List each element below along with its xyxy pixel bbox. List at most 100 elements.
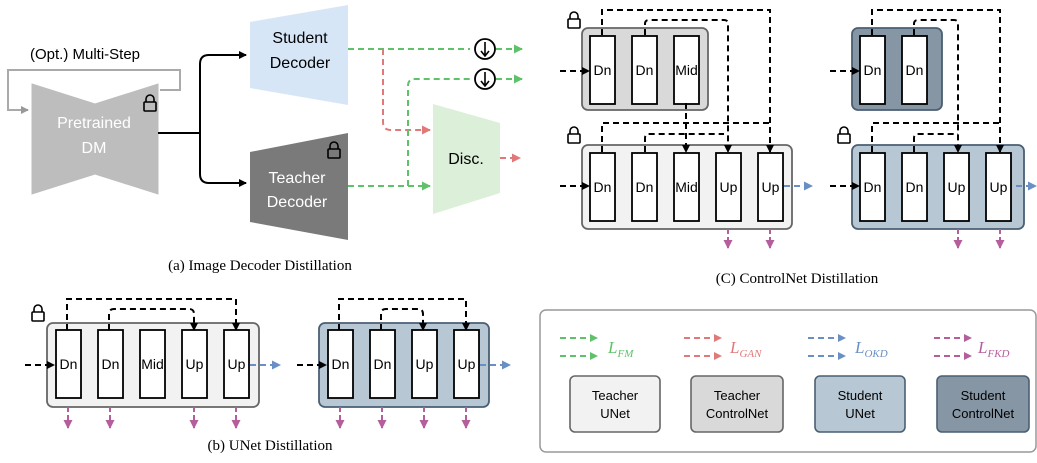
pretrained-dm-shape (31, 83, 159, 195)
legend-frame (539, 309, 1037, 453)
skip-connection (380, 308, 427, 331)
teacher-decoder-line1: Teacher (269, 170, 327, 187)
legend-fm-arrowheads (590, 334, 598, 360)
legend-student-unet-line1: Student (838, 388, 883, 403)
legend-okd-arrowheads (838, 334, 846, 360)
control-connection (913, 19, 962, 153)
control-connection (601, 9, 774, 153)
legend-teacher-unet-swatch (569, 375, 661, 433)
unet-block-label: Mid (675, 179, 698, 195)
student-decoder-shape (250, 5, 348, 105)
unet-block (589, 152, 616, 222)
unet-block (715, 152, 742, 222)
legend-fm-arrow (560, 337, 590, 357)
unet-block-label: Mid (675, 62, 698, 78)
control-connection (644, 19, 732, 153)
legend-fkd-arrowheads (964, 334, 972, 360)
legend: LFM LGAN LOKD LFKD Teacher UNet Teacher … (539, 309, 1037, 453)
unet-block (411, 329, 438, 399)
unet-block-label: Up (720, 179, 738, 195)
unet-block-label: Up (762, 179, 780, 195)
legend-teacher-unet-line1: Teacher (592, 388, 639, 403)
unet-block (859, 152, 886, 222)
skip-connection (66, 298, 240, 331)
unet-block-label: Dn (594, 62, 612, 78)
unet-block (631, 152, 658, 222)
multistep-loop-arrow (7, 69, 181, 114)
unet-block-label: Dn (864, 179, 882, 195)
stopgrad-arrow-glyph (480, 72, 490, 88)
caption-c: (C) ControlNet Distillation (716, 271, 879, 287)
unet-block-label: Up (416, 356, 434, 372)
unet-block (985, 152, 1012, 222)
unet-block-label: Dn (594, 179, 612, 195)
legend-student-unet-swatch (814, 375, 906, 433)
skip-connection (871, 122, 1000, 152)
student-decoder-line1: Student (272, 30, 328, 47)
caption-a: (a) Image Decoder Distillation (168, 258, 352, 274)
legend-teacher-controlnet-line1: Teacher (714, 388, 761, 403)
unet-block-label: Dn (906, 179, 924, 195)
multistep-label: (Opt.) Multi-Step (30, 46, 140, 63)
legend-teacher-unet-line2: UNet (600, 406, 630, 421)
legend-fkd-arrow (934, 337, 964, 357)
unet-block-label: Dn (864, 62, 882, 78)
legend-gan-arrowheads (714, 334, 722, 360)
teacher-fm-up-arrow (407, 78, 470, 186)
unet-block-label: Dn (906, 62, 924, 78)
student-decoder-line2: Decoder (270, 55, 331, 72)
unet-block (223, 329, 250, 399)
legend-gan-arrow (684, 337, 714, 357)
lock-icon (567, 11, 581, 29)
control-connection (871, 9, 1004, 153)
lock-icon (837, 126, 851, 144)
unet-block (901, 35, 928, 105)
unet-block (631, 35, 658, 105)
unet-block-label: Dn (636, 62, 654, 78)
caption-b: (b) UNet Distillation (208, 438, 333, 454)
unet-block (757, 152, 784, 222)
dm-to-teacher-arrow (199, 133, 247, 187)
teacher-decoder-shape (250, 133, 348, 240)
unet-block (369, 329, 396, 399)
stopgrad-arrow-glyph (480, 42, 490, 58)
lock-icon (31, 304, 45, 322)
legend-teacher-controlnet-line2: ControlNet (706, 406, 769, 421)
unet-block (139, 329, 166, 399)
unet-block-label: Up (228, 356, 246, 372)
panel-a: (Opt.) Multi-Step Pretrained DM Student … (7, 5, 523, 274)
lock-icon (327, 141, 341, 159)
legend-okd-label: LOKD (854, 338, 888, 360)
pretrained-label-line2: DM (82, 140, 107, 157)
legend-fkd-label: LFKD (977, 338, 1010, 360)
pretrained-label-line1: Pretrained (57, 115, 131, 132)
unet-block-label: Up (990, 179, 1008, 195)
legend-okd-arrow (808, 337, 838, 357)
dm-to-student-arrow (199, 51, 247, 133)
legend-fm-label: LFM (607, 338, 634, 360)
unet-block-label: Dn (332, 356, 350, 372)
lock-icon (567, 126, 581, 144)
unet-block-label: Dn (60, 356, 78, 372)
unet-block-label: Mid (141, 356, 164, 372)
disc-label: Disc. (448, 151, 484, 168)
legend-student-controlnet-line2: ControlNet (952, 406, 1015, 421)
unet-block (97, 329, 124, 399)
unet-block (859, 35, 886, 105)
skip-connection (338, 298, 470, 331)
unet-block-label: Dn (102, 356, 120, 372)
unet-block-label: Up (458, 356, 476, 372)
legend-student-controlnet-line1: Student (961, 388, 1006, 403)
discriminator-shape (433, 104, 500, 214)
unet-block (901, 152, 928, 222)
skip-connection (644, 133, 724, 152)
unet-block-label: Up (186, 356, 204, 372)
skip-connection (108, 308, 198, 331)
teacher-decoder-line2: Decoder (267, 194, 328, 211)
unet-block (55, 329, 82, 399)
legend-teacher-controlnet-swatch (690, 375, 784, 433)
student-gan-arrow (382, 49, 431, 135)
